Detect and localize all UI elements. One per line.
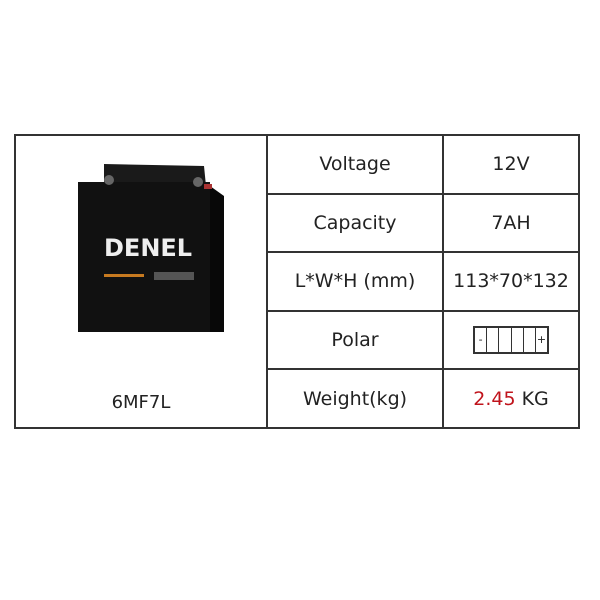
spec-label: Polar [268, 311, 444, 369]
cell [512, 328, 524, 353]
spec-label: L*W*H (mm) [268, 253, 444, 310]
spec-row-capacity: Capacity 7AH [268, 194, 578, 254]
spec-label: Voltage [268, 136, 444, 193]
spec-row-voltage: Voltage 12V [268, 136, 578, 195]
spec-label: Capacity [268, 194, 444, 252]
spec-table: DENEL 6MF7L Voltage 12V Capacity 7AH L*W… [14, 134, 580, 429]
battery-image: DENEL [78, 164, 224, 332]
spec-row-dimensions: L*W*H (mm) 113*70*132 [268, 253, 578, 312]
battery-polarity-icon: - + [473, 326, 549, 355]
spec-label: Weight(kg) [268, 370, 444, 427]
spec-value: 113*70*132 [453, 270, 569, 293]
negative-terminal: - [475, 328, 488, 353]
spec-row-polar: Polar - + [268, 311, 578, 371]
cell [499, 328, 512, 353]
spec-value: 7AH [491, 211, 531, 234]
svg-text:DENEL: DENEL [104, 234, 192, 262]
product-cell: DENEL 6MF7L [16, 136, 268, 427]
weight-number: 2.45 [473, 387, 516, 410]
positive-terminal: + [536, 333, 547, 347]
spec-row-weight: Weight(kg) 2.45 KG [268, 370, 578, 427]
spec-value: 12V [492, 153, 530, 176]
spec-value: 2.45 KG [444, 370, 578, 427]
specs-list: Voltage 12V Capacity 7AH L*W*H (mm) 113*… [268, 136, 578, 427]
cell [524, 328, 536, 353]
weight-unit: KG [521, 387, 549, 410]
cell [487, 328, 500, 353]
spec-value: - + [444, 312, 578, 369]
model-label: 6MF7L [111, 392, 171, 413]
